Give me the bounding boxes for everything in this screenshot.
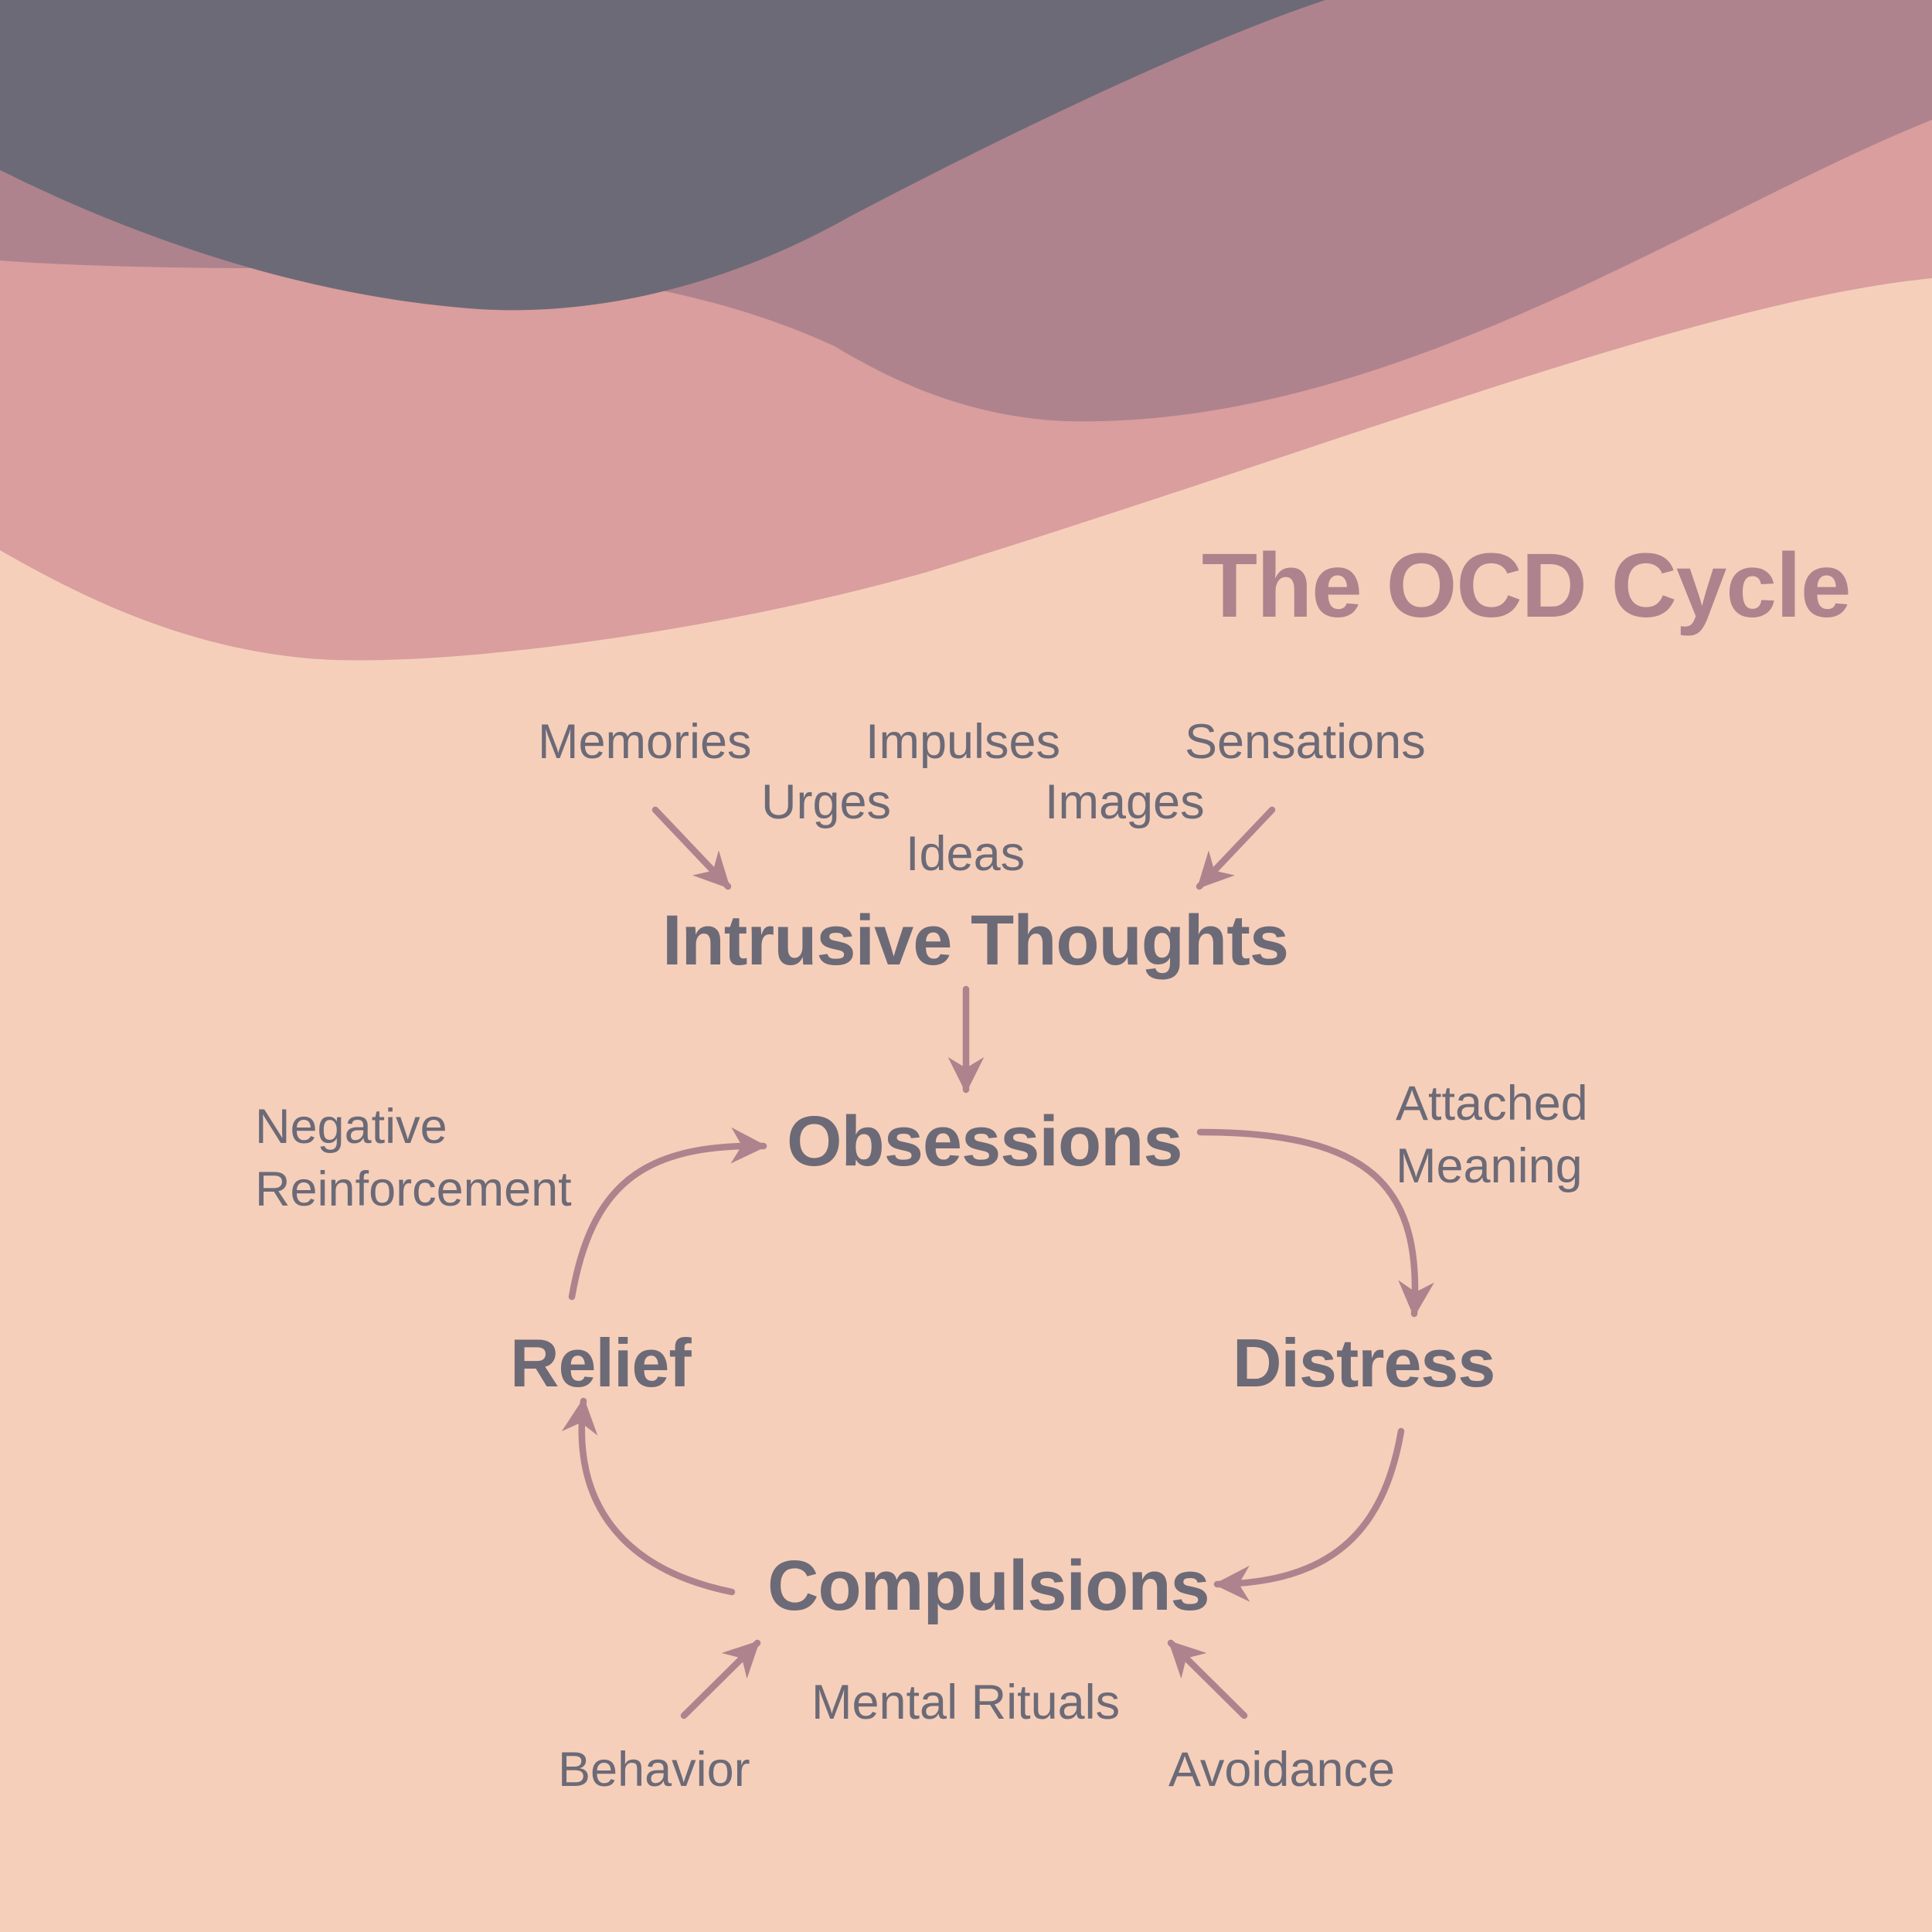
arrow-distress-to-compulsions [1213,1427,1405,1602]
arrow-behavior-to-compulsions [680,1639,761,1719]
label-negative-reinforcement-line1: Negative [255,1100,447,1154]
trigger-impulses: Impulses [866,715,1061,769]
trigger-images: Images [1045,775,1205,829]
node-obsessions: Obsessions [787,1102,1183,1181]
arrow-avoidance-to-compulsions [1167,1639,1248,1719]
node-intrusive-thoughts: Intrusive Thoughts [662,901,1289,980]
label-attached-meaning-line2: Meaning [1396,1138,1583,1193]
diagram-title: The OCD Cycle [1202,535,1851,637]
compulsion-behavior: Behavior [558,1743,750,1797]
trigger-ideas: Ideas [906,827,1026,881]
trigger-urges: Urges [761,775,892,829]
compulsion-mental-rituals: Mental Rituals [811,1675,1121,1730]
trigger-memories: Memories [538,715,752,769]
arrow-memories-to-intrusive [651,806,732,890]
label-attached-meaning-line1: Attached [1396,1077,1588,1131]
wave-dark [0,0,1325,311]
label-negative-reinforcement: Negative Reinforcement [255,1096,572,1220]
trigger-sensations: Sensations [1185,715,1426,769]
arrow-obsessions-to-distress [1196,1128,1434,1318]
label-attached-meaning: Attached Meaning [1396,1073,1588,1197]
node-relief: Relief [510,1325,692,1401]
compulsion-avoidance: Avoidance [1168,1743,1396,1797]
arrow-relief-to-obsessions [568,1127,767,1301]
label-negative-reinforcement-line2: Reinforcement [255,1162,572,1216]
arrow-sensations-to-intrusive [1196,806,1276,890]
node-compulsions: Compulsions [767,1546,1210,1625]
arrow-compulsions-to-relief [561,1397,736,1596]
node-distress: Distress [1233,1325,1495,1401]
